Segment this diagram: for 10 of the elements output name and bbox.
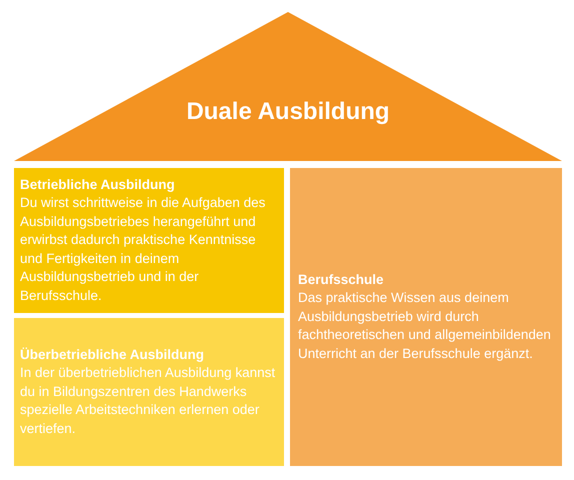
panel-text: In der überbetrieblichen Ausbildung kannst du in Bildungszentren des Handwerks spezielle Arbeitstechniken erlernen oder vertiefen.	[20, 364, 276, 438]
panel-text: Das praktische Wissen aus deinem Ausbildungsbetrieb wird durch fachtheoretischen und allgemeinbildenden Unterricht an der Berufsschule ergänzt.	[298, 289, 552, 363]
info-panel	[290, 168, 562, 466]
panel-heading: Betriebliche Ausbildung	[20, 176, 176, 194]
info-panel	[14, 168, 284, 313]
info-panel	[14, 318, 284, 466]
panel-heading: Berufsschule	[298, 271, 385, 289]
panel-heading: Überbetriebliche Ausbildung	[20, 346, 206, 364]
title: Duale Ausbildung	[185, 98, 391, 126]
panel-text: Du wirst schrittweise in die Aufgaben des Ausbildungsbetriebes herangeführt und erwirbst dadurch praktische Kenntnisse und Fertigkeiten in deinem Ausbildungsbetrieb und in der Berufsschule.	[20, 194, 266, 304]
